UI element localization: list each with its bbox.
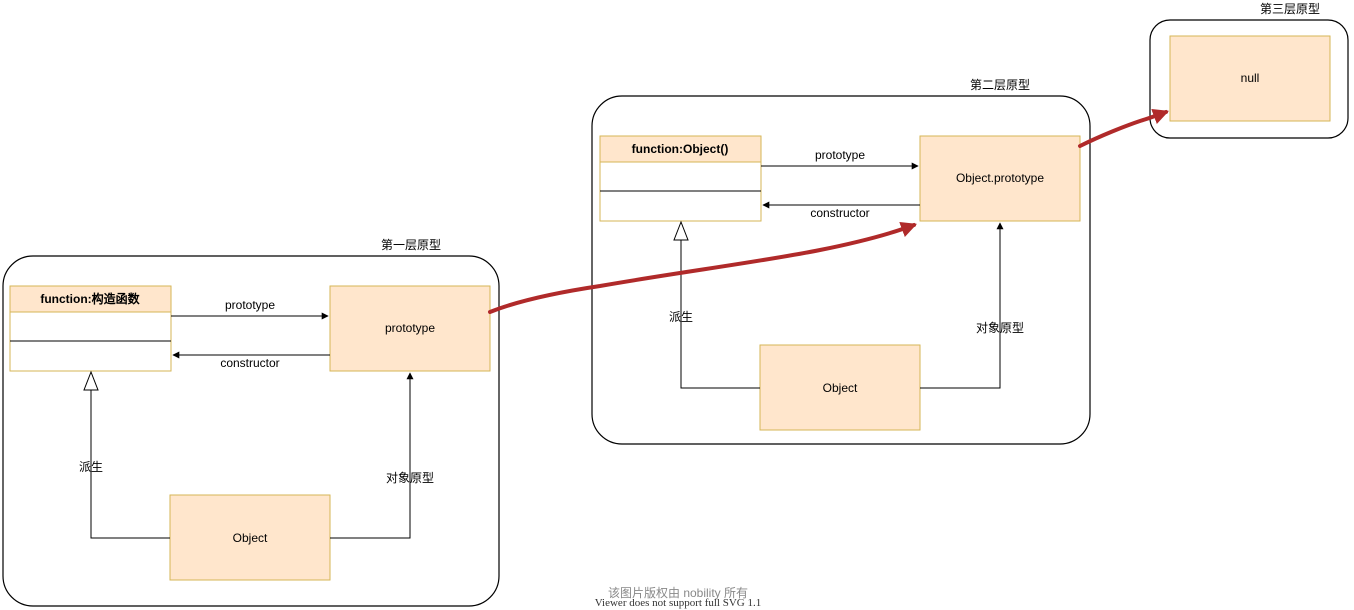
function-header-layer1: function:构造函数 (40, 291, 140, 306)
prototype-box-label-layer1: prototype (385, 321, 435, 335)
chain-link-layer1-to-layer2 (488, 222, 917, 314)
object-proto-edge-layer2 (920, 222, 1004, 389)
object-box-layer2: Object (759, 344, 921, 431)
object-box-label-layer1: Object (233, 531, 268, 545)
function-header-layer2: function:Object() (632, 142, 729, 156)
group-label-layer3: 第三层原型 (1260, 2, 1320, 16)
copyright-watermark: 该图片版权由 nobility 所有 (608, 586, 748, 600)
prototype-box-layer2: Object.prototype (919, 135, 1081, 222)
derive-edge-label-layer2: 派生 (669, 310, 693, 324)
object-proto-edge-label-layer2: 对象原型 (976, 321, 1024, 335)
prototype-edge-label-layer1: prototype (225, 298, 275, 312)
object-proto-edge-layer1 (330, 372, 414, 539)
group-label-layer1: 第一层原型 (381, 238, 441, 252)
prototype-edge-label-layer2: prototype (815, 148, 865, 162)
object-box-label-layer2: Object (823, 381, 858, 395)
constructor-edge-label-layer1: constructor (220, 356, 279, 370)
prototype-box-label-layer2: Object.prototype (956, 171, 1044, 185)
null-box-label: null (1241, 71, 1260, 85)
chain-link-layer2-to-layer3 (1078, 109, 1169, 148)
derive-edge-layer1 (90, 390, 170, 539)
svg-viewer-notice: Viewer does not support full SVG 1.1 (595, 597, 761, 609)
object-proto-edge-label-layer1: 对象原型 (386, 471, 434, 485)
function-class-box-layer1: function:构造函数 (9, 285, 172, 372)
derive-edge-label-layer1: 派生 (79, 460, 103, 474)
prototype-box-layer1: prototype (329, 285, 491, 372)
group-label-layer2: 第二层原型 (970, 78, 1030, 92)
object-box-layer1: Object (169, 494, 331, 581)
null-box: null (1169, 35, 1331, 122)
function-class-box-layer2: function:Object() (599, 135, 762, 222)
derive-edge-layer2 (680, 240, 760, 389)
constructor-edge-label-layer2: constructor (810, 206, 869, 220)
derive-arrowhead-layer2 (673, 220, 689, 241)
derive-arrowhead-layer1 (83, 370, 99, 391)
